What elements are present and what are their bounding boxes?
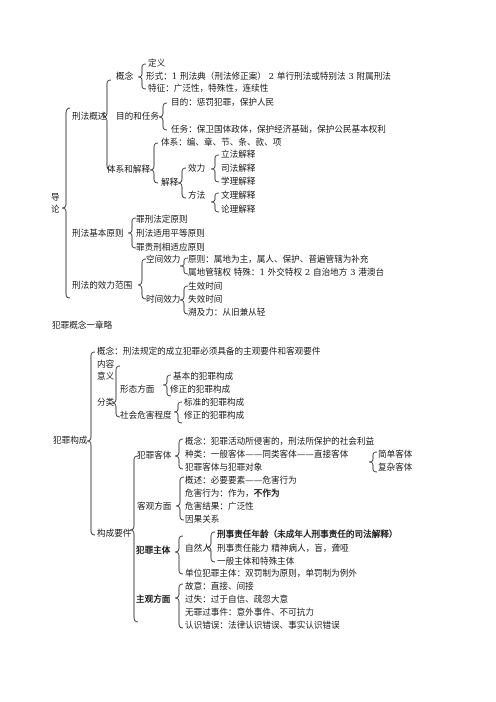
constitution-bracket: [86, 351, 96, 536]
time-item: 失效时间: [188, 295, 223, 305]
principle-item: 刑法适用平等原则: [136, 229, 205, 239]
effect-bracket: [210, 154, 220, 183]
interpretation-label: 解释: [161, 178, 179, 188]
subjective-negligence: 过失：过于自信、疏忽大意: [185, 595, 289, 605]
interpretation-bracket: [177, 167, 187, 199]
purpose-bracket: [158, 102, 168, 131]
scope-bracket: [137, 258, 147, 300]
object-types: 种类：一般客体——同类客体——直接客体: [185, 450, 349, 460]
subjective-mistake: 认识错误：法律认识错误、事实认识错误: [185, 621, 340, 631]
elements-bracket: [129, 455, 139, 623]
form-item: 修正的犯罪构成: [170, 385, 231, 395]
scope-label: 刑法的效力范围: [72, 281, 133, 291]
objective-bracket: [175, 476, 185, 521]
constitution-label: 犯罪构成: [53, 436, 88, 446]
subjective-label: 主观方面: [136, 595, 171, 605]
direct-object-bracket: [368, 451, 378, 473]
root-bracket: [61, 107, 71, 299]
objective-overview: 概述：必要要素——危害行为: [185, 476, 297, 486]
elements-label: 构成要件: [97, 529, 132, 539]
objective-act: 危害行为：作为，不作为: [185, 489, 280, 500]
space-bracket: [179, 257, 189, 275]
subject-age: 刑事责任年龄（未成年人刑事责任的司法解释）: [217, 530, 398, 540]
object-bracket: [174, 438, 184, 470]
space-item: 原则：属地为主，属人、保护、普遍管辖为补充: [188, 255, 369, 265]
concept-form: 形式：1 刑法典（刑法修正案） 2 单行刑法或特别法 3 附属刑法: [146, 72, 391, 82]
subjective-bracket: [174, 583, 184, 629]
purpose-task: 任务：保卫国体政体，保护经济基础，保护公民基本权利: [171, 125, 386, 135]
system-bracket: [149, 142, 159, 184]
concept-bracket: [137, 63, 147, 90]
constitution-meaning: 意义: [97, 372, 115, 382]
classification-bracket: [111, 365, 121, 418]
effect-label: 效力: [188, 164, 206, 174]
time-item: 溯及力：从旧兼从轻: [188, 308, 266, 318]
subject-general: 一般主体和特殊主体: [217, 557, 295, 567]
effect-item: 学理解释: [221, 177, 256, 187]
natural-person-label: 自然人: [185, 544, 211, 554]
effect-item: 立法解释: [221, 150, 256, 160]
natural-person-bracket: [206, 531, 216, 563]
subject-capacity: 刑事责任能力 精神病人，盲，聋哑: [217, 544, 349, 554]
subject-label: 犯罪主体: [136, 546, 171, 556]
social-bracket: [173, 401, 183, 424]
concept-label: 概念: [116, 72, 134, 82]
form-bracket: [162, 374, 172, 397]
form-item: 基本的犯罪构成: [173, 372, 234, 382]
social-item: 标准的犯罪构成: [184, 398, 245, 408]
root-char-1: 导: [51, 193, 60, 203]
space-item: 属地管辖权 特殊：1 外交特权 2 自治地方 3 港澳台: [188, 268, 385, 278]
method-bracket: [210, 192, 220, 213]
concept-features: 特征：广泛性，特殊性，连续性: [148, 84, 269, 94]
constitution-content: 内容: [97, 360, 115, 370]
direct-object-item: 简单客体: [378, 450, 413, 460]
principle-item: 罪责刑相适应原则: [136, 243, 205, 253]
space-label: 空间效力: [146, 255, 181, 265]
social-label: 社会危害程度: [120, 411, 172, 421]
system-label: 体系和解释: [107, 165, 150, 175]
overview-label: 刑法概述: [72, 112, 107, 122]
subjective-no-fault: 无罪过事件：意外事件、不可抗力: [185, 608, 314, 618]
direct-object-item: 复杂客体: [378, 463, 413, 473]
effect-item: 司法解释: [221, 164, 256, 174]
purpose-label: 目的和任务: [116, 112, 159, 122]
object-label: 犯罪客体: [137, 451, 172, 461]
subject-bracket: [174, 535, 184, 575]
principles-bracket: [127, 217, 137, 249]
purpose-goal: 目的：惩罚犯罪，保护人民: [171, 98, 275, 108]
method-label: 方法: [188, 191, 206, 201]
method-item: 论理解释: [221, 205, 256, 215]
root-char-2: 论: [51, 205, 60, 215]
system-structure: 体系：编、章、节、条、款、项: [161, 138, 282, 148]
objective-act-bold: 不作为: [253, 489, 280, 499]
time-item: 生效时间: [188, 282, 223, 292]
objective-act-prefix: 危害行为：作为，: [185, 489, 254, 499]
time-label: 时间效力: [146, 295, 181, 305]
subject-unit: 单位犯罪主体：双罚制为原则，单罚制为例外: [185, 569, 357, 579]
form-label: 形态方面: [120, 385, 155, 395]
social-item: 修正的犯罪构成: [184, 411, 245, 421]
overview-bracket: [102, 79, 112, 171]
objective-label: 客观方面: [137, 502, 172, 512]
constitution-concept: 概念：刑法规定的成立犯罪必须具备的主观要件和客观要件: [97, 347, 321, 357]
object-concept: 概念：犯罪活动所侵害的，刑法所保护的社会利益: [185, 437, 375, 447]
objective-result: 危害结果：广泛性: [185, 502, 254, 512]
principle-item: 罪刑法定原则: [136, 215, 188, 225]
classification-label: 分类: [97, 398, 115, 408]
method-item: 文理解释: [221, 191, 256, 201]
time-bracket: [179, 285, 189, 315]
chapter-title: 犯罪概念一章略: [52, 321, 113, 331]
root-label: 导 论: [51, 192, 60, 216]
objective-causation: 因果关系: [185, 515, 220, 525]
subjective-intent: 故意：直接、间接: [185, 582, 254, 592]
principles-label: 刑法基本原则: [72, 229, 124, 239]
object-relation: 犯罪客体与犯罪对象: [185, 463, 263, 473]
concept-definition: 定义: [148, 59, 166, 69]
